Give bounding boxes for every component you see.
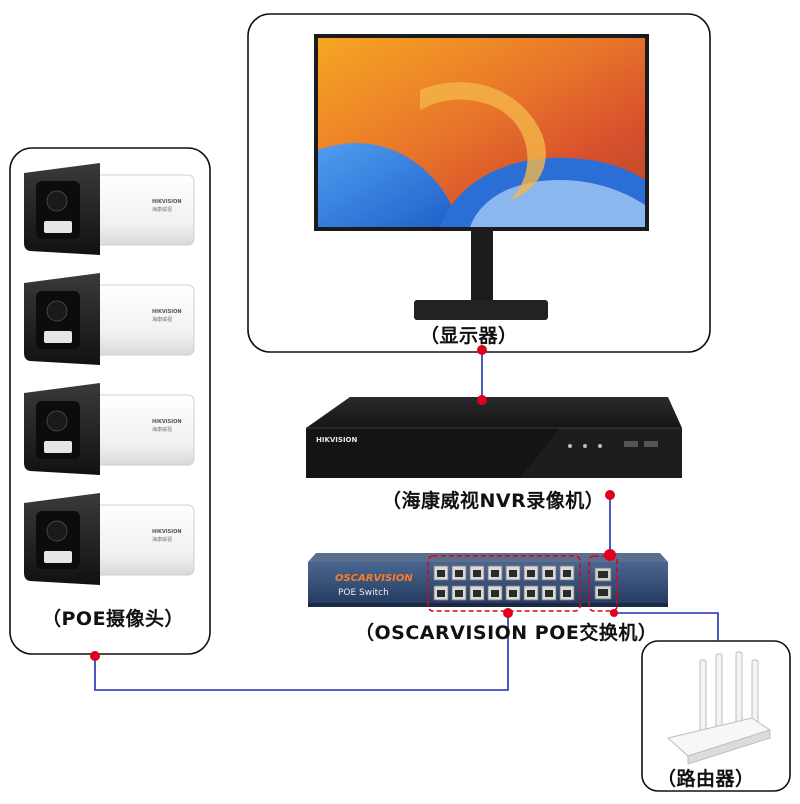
cameras-frame [9, 147, 211, 655]
poe-port-socket [545, 590, 553, 597]
poe-port-socket [473, 570, 481, 577]
camera-sub-text: 海康威视 [152, 536, 172, 543]
poe-port-socket [563, 570, 571, 577]
poe-switch: OSCARVISION POE Switch [308, 553, 668, 612]
camera-body [87, 394, 195, 466]
camera-lens [46, 520, 68, 542]
uplink-port-socket [598, 589, 608, 596]
poe-port-socket [473, 590, 481, 597]
link-switch-cameras [94, 613, 509, 691]
switch-label: （OSCARVISION POE交换机） [355, 622, 658, 644]
poe-port-socket [509, 570, 517, 577]
poe-port-socket [455, 570, 463, 577]
monitor-stand-neck [471, 231, 493, 303]
camera-body [87, 504, 195, 576]
camera-sub-text: 海康威视 [152, 426, 172, 433]
nvr-top [306, 397, 682, 428]
camera-body [87, 174, 195, 246]
camera-brand-text: HIKVISION [152, 309, 182, 315]
camera-ir-light [44, 221, 72, 233]
camera-ir-light [44, 331, 72, 343]
switch-uplink-ports [594, 567, 612, 600]
poe-port-socket [509, 590, 517, 597]
connection-dots [90, 345, 618, 661]
dot-cameras [90, 651, 100, 661]
dot-switch-uplink [604, 549, 616, 561]
monitor-stand-base [414, 300, 548, 320]
nvr-front-leds [568, 444, 602, 448]
camera-brand-text: HIKVISION [152, 199, 182, 205]
camera-group: HIKVISION海康威视HIKVISION海康威视HIKVISION海康威视H… [24, 163, 195, 585]
poe-port-socket [527, 570, 535, 577]
monitor [314, 34, 649, 320]
poe-port-socket [437, 570, 445, 577]
dot-nvr-top [477, 395, 487, 405]
camera-lens [46, 300, 68, 322]
router-label: （路由器） [657, 768, 755, 790]
switch-bottom [308, 603, 668, 607]
cameras-label: （POE摄像头） [42, 608, 185, 630]
poe-port-socket [491, 570, 499, 577]
switch-poe-ports [433, 565, 575, 601]
switch-uplink-port-group-outline [588, 555, 618, 612]
nvr-recorder: HIKVISION [306, 397, 682, 478]
nvr-front-bevel [520, 428, 682, 478]
dot-monitor [477, 345, 487, 355]
router [666, 651, 772, 765]
switch-brand-text: OSCARVISION [335, 573, 413, 584]
camera-ir-light [44, 551, 72, 563]
nvr-usb-port-1 [624, 441, 638, 447]
nvr-label: （海康威视NVR录像机） [382, 490, 605, 512]
connection-lines [94, 350, 719, 691]
switch-model-text: POE Switch [338, 588, 389, 598]
dot-nvr-bottom [605, 490, 615, 500]
poe-port-socket [545, 570, 553, 577]
poe-port-socket [563, 590, 571, 597]
monitor-wallpaper-light [470, 180, 645, 227]
camera-sub-text: 海康威视 [152, 206, 172, 213]
nvr-brand-text: HIKVISION [316, 436, 358, 444]
camera-sub-text: 海康威视 [152, 316, 172, 323]
dot-switch-poe [503, 608, 513, 618]
link-switch-router [614, 612, 719, 641]
uplink-port-socket [598, 571, 608, 578]
camera-body [87, 284, 195, 356]
camera-brand-text: HIKVISION [152, 419, 182, 425]
camera-lens [46, 190, 68, 212]
switch-top [308, 553, 668, 562]
poe-port-socket [527, 590, 535, 597]
router-antennas [699, 651, 759, 731]
poe-port-socket [437, 590, 445, 597]
router-side [687, 729, 771, 765]
monitor-wallpaper-swirl [420, 82, 546, 200]
poe-port-socket [491, 590, 499, 597]
poe-port-socket [455, 590, 463, 597]
monitor-wallpaper-blue [318, 143, 460, 227]
camera-lens [46, 410, 68, 432]
monitor-label: （显示器） [420, 325, 518, 347]
router-frame [641, 640, 791, 792]
camera-brand-text: HIKVISION [152, 529, 182, 535]
camera-ir-light [44, 441, 72, 453]
dot-switch-router [610, 609, 618, 617]
nvr-usb-port-2 [644, 441, 658, 447]
